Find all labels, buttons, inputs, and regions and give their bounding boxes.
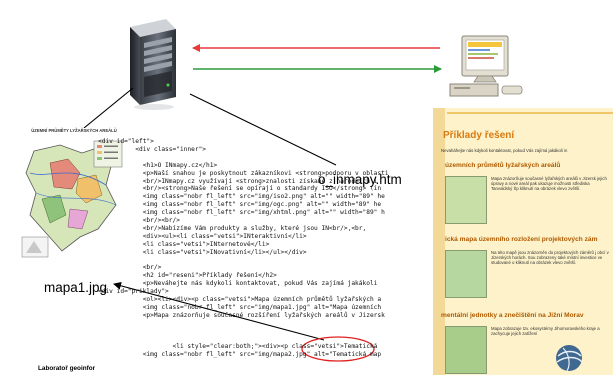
web-section-1-text: Mapa znázorňuje současné lyžařských areá… [491, 176, 607, 192]
jpg-file-label: mapa1.jpg [44, 280, 108, 295]
server-icon [130, 19, 176, 110]
code-line: <div><ul><li class="vetsi">INteraktivní<… [98, 232, 307, 240]
code-line: <img class="nobr fl_left" src="img/ogc.p… [98, 201, 382, 209]
globe-logo-icon [556, 345, 583, 372]
code-line: <h2 id="reseni">Příklady řešení</h2> [98, 272, 277, 280]
map-thumbnail-title: ÚZEMNÍ PRŮMĚTY LYŽAŘSKÝCH AREÁLŮ [31, 128, 117, 133]
htm-file-label: o_inmapy.htm [318, 172, 402, 187]
computer-icon [449, 35, 523, 97]
code-line: <img class="nobr fl_left" src="img/xhtml… [98, 209, 385, 217]
code-line: <ol><li><div><p class="vetsi">Mapa územn… [98, 296, 382, 304]
code-line: <br/>INmapy.cz využívají <strong>znalost… [98, 177, 378, 185]
code-line: <h1>O INmapy.cz</h1> [98, 161, 218, 169]
code-line: <img class="nobr fl_left" src="img/mapa1… [98, 304, 382, 311]
web-section-2-heading: ická mapa územního rozložení projektovýc… [445, 236, 598, 243]
map-thumbnail: ÚZEMNÍ PRŮMĚTY LYŽAŘSKÝCH AREÁLŮ [20, 128, 128, 263]
code-line: <img class="nobr fl_left" src="img/iso2.… [98, 193, 385, 201]
code-line: <li class="vetsi">INovativní</li></ul></… [98, 248, 307, 256]
web-section-1-heading: územních průmětů lyžařských areálů [445, 162, 561, 169]
code-line [98, 257, 470, 265]
code-line: <br/><br/> [98, 217, 180, 225]
code-line [98, 320, 470, 328]
code-line [98, 328, 470, 336]
htm-to-server-line [189, 93, 337, 166]
html-code-panel: <div id="left"> <div class="inner"> <h1>… [98, 138, 470, 375]
web-section-3-heading: mentální jednotky a znečištění na Jižní … [441, 312, 584, 319]
code-line: <br/>Nabízíme Vám produkty a služby, kte… [98, 224, 367, 232]
code-line [98, 154, 470, 162]
map-image [21, 140, 123, 258]
code-line: <br/> [98, 264, 162, 272]
lab-footer-label: Laboratoř geoinfor [38, 365, 96, 372]
website-thumbnail: Příklady řešení Nevaháhejte nás kdykoli … [433, 108, 613, 375]
code-line: <li class="vetsi">INternetové</li> [98, 240, 270, 248]
web-page-title: Příklady řešení [443, 130, 515, 141]
code-line: <p>Neváhejte nás kdykoli kontaktovat, po… [98, 280, 378, 288]
highlight-ellipse [301, 336, 375, 362]
code-line: <li style="clear:both;"><div><p class="v… [98, 343, 378, 351]
code-line: <div id="left"> [98, 138, 154, 145]
web-section-2-text: Na této mapě jsou znázorněn do projektov… [491, 250, 609, 266]
code-line: <div id="priklady"> [98, 288, 169, 296]
code-line: <br/><strong>Naše řešení se opírají o st… [98, 185, 382, 193]
web-section-3-text: Mapa zobrazuje tzv. ekosystémy Jihomorav… [491, 326, 600, 337]
code-line: <p>Naší snahou je poskytnout zákazníkovi… [98, 169, 389, 177]
code-to-jpg-arrow [113, 281, 325, 341]
code-line: <div class="inner"> [98, 145, 207, 153]
web-intro: Nevaháhejte nás kdykoli kontaktovat, pok… [441, 148, 568, 153]
code-line: <p>Mapa znázorňuje současné rozšíření ly… [98, 311, 385, 319]
code-line: <img class="nobr fl_left" src="img/mapa2… [98, 351, 382, 359]
jpg-to-server-line [83, 87, 134, 129]
